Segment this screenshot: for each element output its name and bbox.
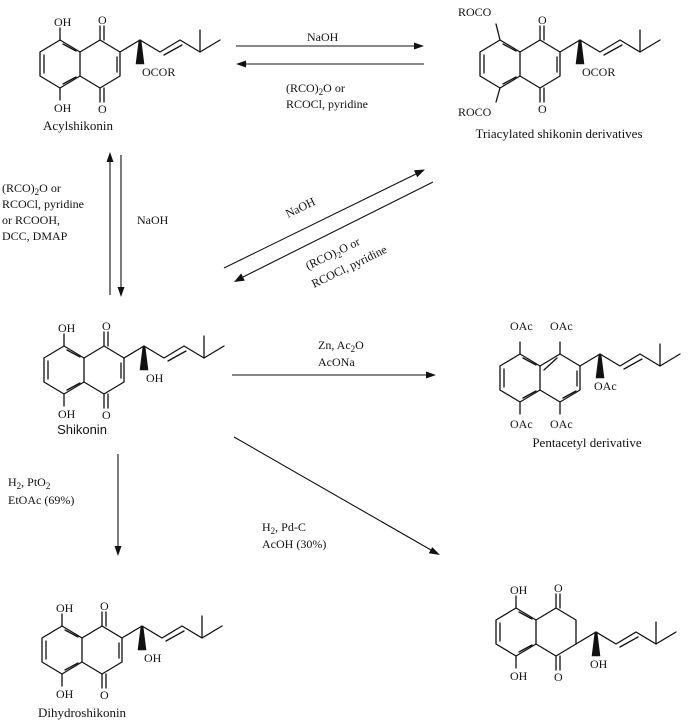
svg-text:O: O — [100, 599, 109, 613]
cond-acyl-to-shikonin: NaOH — [137, 213, 169, 227]
cond-shikonin-to-acyl-2: RCOCl, pyridine — [2, 197, 84, 211]
svg-text:O: O — [538, 102, 547, 116]
cond-acyl-to-triacyl: NaOH — [307, 30, 339, 44]
svg-text:O: O — [102, 319, 111, 333]
svg-text:OH: OH — [590, 657, 608, 671]
svg-text:O: O — [102, 408, 111, 422]
svg-text:OH: OH — [58, 407, 76, 421]
label-shikonin: Shikonin — [57, 422, 107, 437]
cond-triacyl-to-acyl-2: RCOCl, pyridine — [286, 97, 368, 111]
arrow-shikonin-dihydro — [114, 454, 122, 556]
svg-text:O: O — [100, 688, 109, 702]
cond-tetrahydro-1: H2, Pd-C — [262, 520, 306, 536]
svg-text:O: O — [554, 670, 563, 684]
svg-text:OAc: OAc — [594, 379, 617, 393]
cond-triacyl-to-acyl-1: (RCO)2O or — [286, 81, 345, 97]
structure-acylshikonin: OH O O OH OCOR — [39, 13, 221, 116]
svg-text:OH: OH — [146, 371, 164, 385]
svg-text:OH: OH — [58, 321, 76, 335]
structure-shikonin: OH O O OH OH — [43, 319, 225, 422]
cond-dihydro-2: EtOAc (69%) — [8, 493, 74, 507]
structure-dihydroshikonin: OH O O OH OH — [41, 599, 223, 702]
svg-text:OAc: OAc — [550, 417, 573, 431]
arrow-acyl-triacyl — [236, 42, 424, 68]
label-pentacetyl: Pentacetyl derivative — [532, 435, 642, 450]
svg-text:O: O — [538, 13, 547, 27]
cond-shikonin-to-triacyl: NaOH — [283, 194, 318, 220]
svg-text:O: O — [98, 13, 107, 27]
structure-tetrahydro-product: OH O O OH OH — [495, 581, 677, 684]
svg-text:OH: OH — [56, 601, 74, 615]
svg-text:OAc: OAc — [510, 417, 533, 431]
svg-text:OH: OH — [144, 651, 162, 665]
svg-text:OCOR: OCOR — [582, 65, 615, 79]
cond-pentacetyl-1: Zn, Ac2O — [318, 338, 364, 354]
svg-text:OAc: OAc — [550, 319, 573, 333]
arrow-shikonin-triacyl — [223, 169, 434, 282]
label-triacylated: Triacylated shikonin derivatives — [475, 126, 642, 141]
label-dihydroshikonin: Dihydroshikonin — [38, 705, 127, 720]
cond-pentacetyl-2: AcONa — [318, 355, 355, 369]
cond-shikonin-to-acyl-1: (RCO)2O or — [2, 181, 61, 197]
cond-tetrahydro-2: AcOH (30%) — [262, 537, 326, 551]
svg-text:OH: OH — [510, 583, 528, 597]
svg-text:OH: OH — [510, 669, 528, 683]
svg-text:OH: OH — [54, 101, 72, 115]
svg-text:OH: OH — [56, 687, 74, 701]
structure-pentacetyl: OAc OAc OAc OAc OAc — [499, 319, 681, 431]
arrow-acyl-shikonin — [106, 152, 125, 297]
svg-text:ROCO: ROCO — [458, 105, 492, 119]
label-acylshikonin: Acylshikonin — [43, 118, 114, 133]
arrow-shikonin-pentacetyl — [232, 371, 436, 379]
svg-text:O: O — [554, 581, 563, 595]
svg-text:O: O — [98, 102, 107, 116]
svg-text:OH: OH — [54, 15, 72, 29]
structure-triacylated: ROCO O O ROCO OCOR — [458, 5, 661, 119]
svg-text:OAc: OAc — [510, 319, 533, 333]
svg-text:OCOR: OCOR — [142, 65, 175, 79]
arrow-shikonin-tetrahydro — [233, 436, 440, 555]
svg-text:ROCO: ROCO — [458, 5, 492, 19]
cond-shikonin-to-acyl-4: DCC, DMAP — [2, 229, 68, 243]
cond-dihydro-1: H2, PtO2 — [8, 475, 50, 491]
cond-shikonin-to-acyl-3: or RCOOH, — [2, 213, 60, 227]
